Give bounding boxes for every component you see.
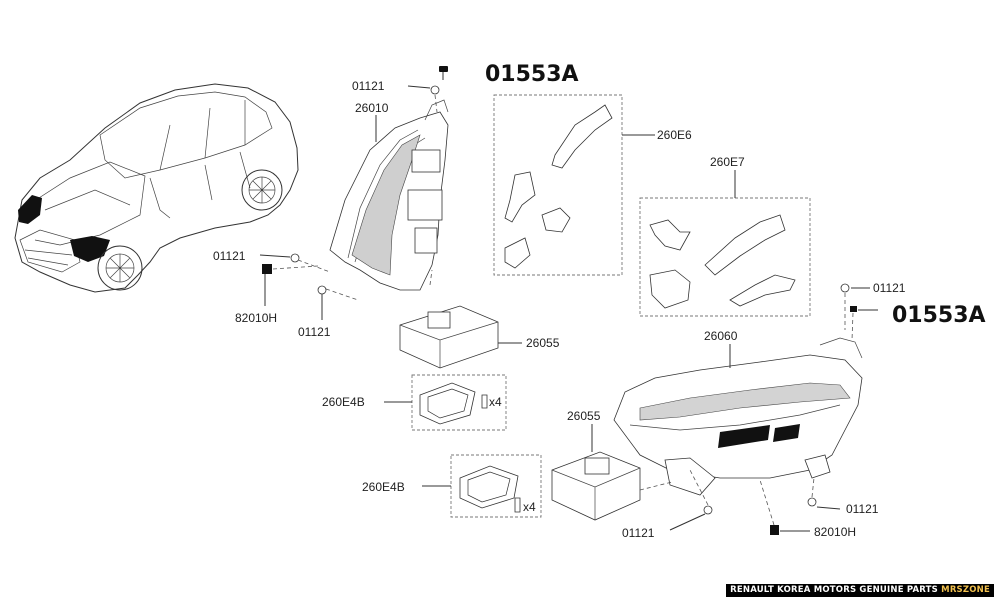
label-01121-right-lower: 01121: [622, 526, 655, 540]
label-01121-lower-left: 01121: [298, 325, 331, 339]
screw-01121-right-bottom: [807, 477, 841, 510]
label-82010H-right: 82010H: [814, 525, 856, 539]
label-26055-upper: 26055: [526, 336, 560, 350]
label-82010H-left: 82010H: [235, 311, 277, 325]
clip-82010H-left: [262, 264, 319, 306]
headlamp-right-26060: [613, 337, 863, 496]
bolt-01553A-right: [850, 306, 878, 341]
label-01121-right-top: 01121: [873, 281, 906, 295]
label-260E4B-lower: 260E4B: [362, 480, 405, 494]
footer-text: RENAULT KOREA MOTORS GENUINE PARTS: [730, 585, 938, 595]
kit-260E7: [639, 170, 811, 317]
label-260E7: 260E7: [710, 155, 745, 169]
label-x4-lower: x4: [523, 500, 536, 514]
screw-01121-lower-left: [317, 285, 359, 320]
ballast-26055-lower: [551, 424, 673, 521]
label-01121-top: 01121: [352, 79, 385, 93]
kit-260E4B-lower: [422, 454, 542, 518]
screw-01121-right-lower: [669, 469, 713, 531]
bolt-01553A-top: [439, 66, 448, 80]
label-x4-upper: x4: [489, 395, 502, 409]
label-01121-left: 01121: [213, 249, 246, 263]
label-26010: 26010: [355, 101, 389, 115]
arrow-26055-to-lamp: [429, 269, 433, 286]
clip-82010H-right: [759, 479, 810, 535]
label-26060: 26060: [704, 329, 738, 343]
screw-01121-top: [407, 85, 440, 113]
label-01553A-top: 01553A: [485, 62, 579, 87]
footer-banner: RENAULT KOREA MOTORS GENUINE PARTS MRSZO…: [726, 584, 994, 597]
label-26055-lower: 26055: [567, 409, 601, 423]
footer-brand: MRSZONE: [941, 585, 990, 595]
kit-260E4B-upper: [384, 374, 507, 431]
ballast-26055-upper: [399, 305, 522, 369]
screw-01121-left: [259, 253, 331, 273]
screw-01121-right-top: [840, 283, 870, 330]
label-01553A-right: 01553A: [892, 303, 986, 328]
car-illustration: [14, 83, 299, 293]
label-260E6: 260E6: [657, 128, 692, 142]
headlamp-left-26010: [329, 99, 449, 291]
label-260E4B-upper: 260E4B: [322, 395, 365, 409]
kit-260E6: [493, 94, 655, 276]
label-01121-right-bottom: 01121: [846, 502, 879, 516]
